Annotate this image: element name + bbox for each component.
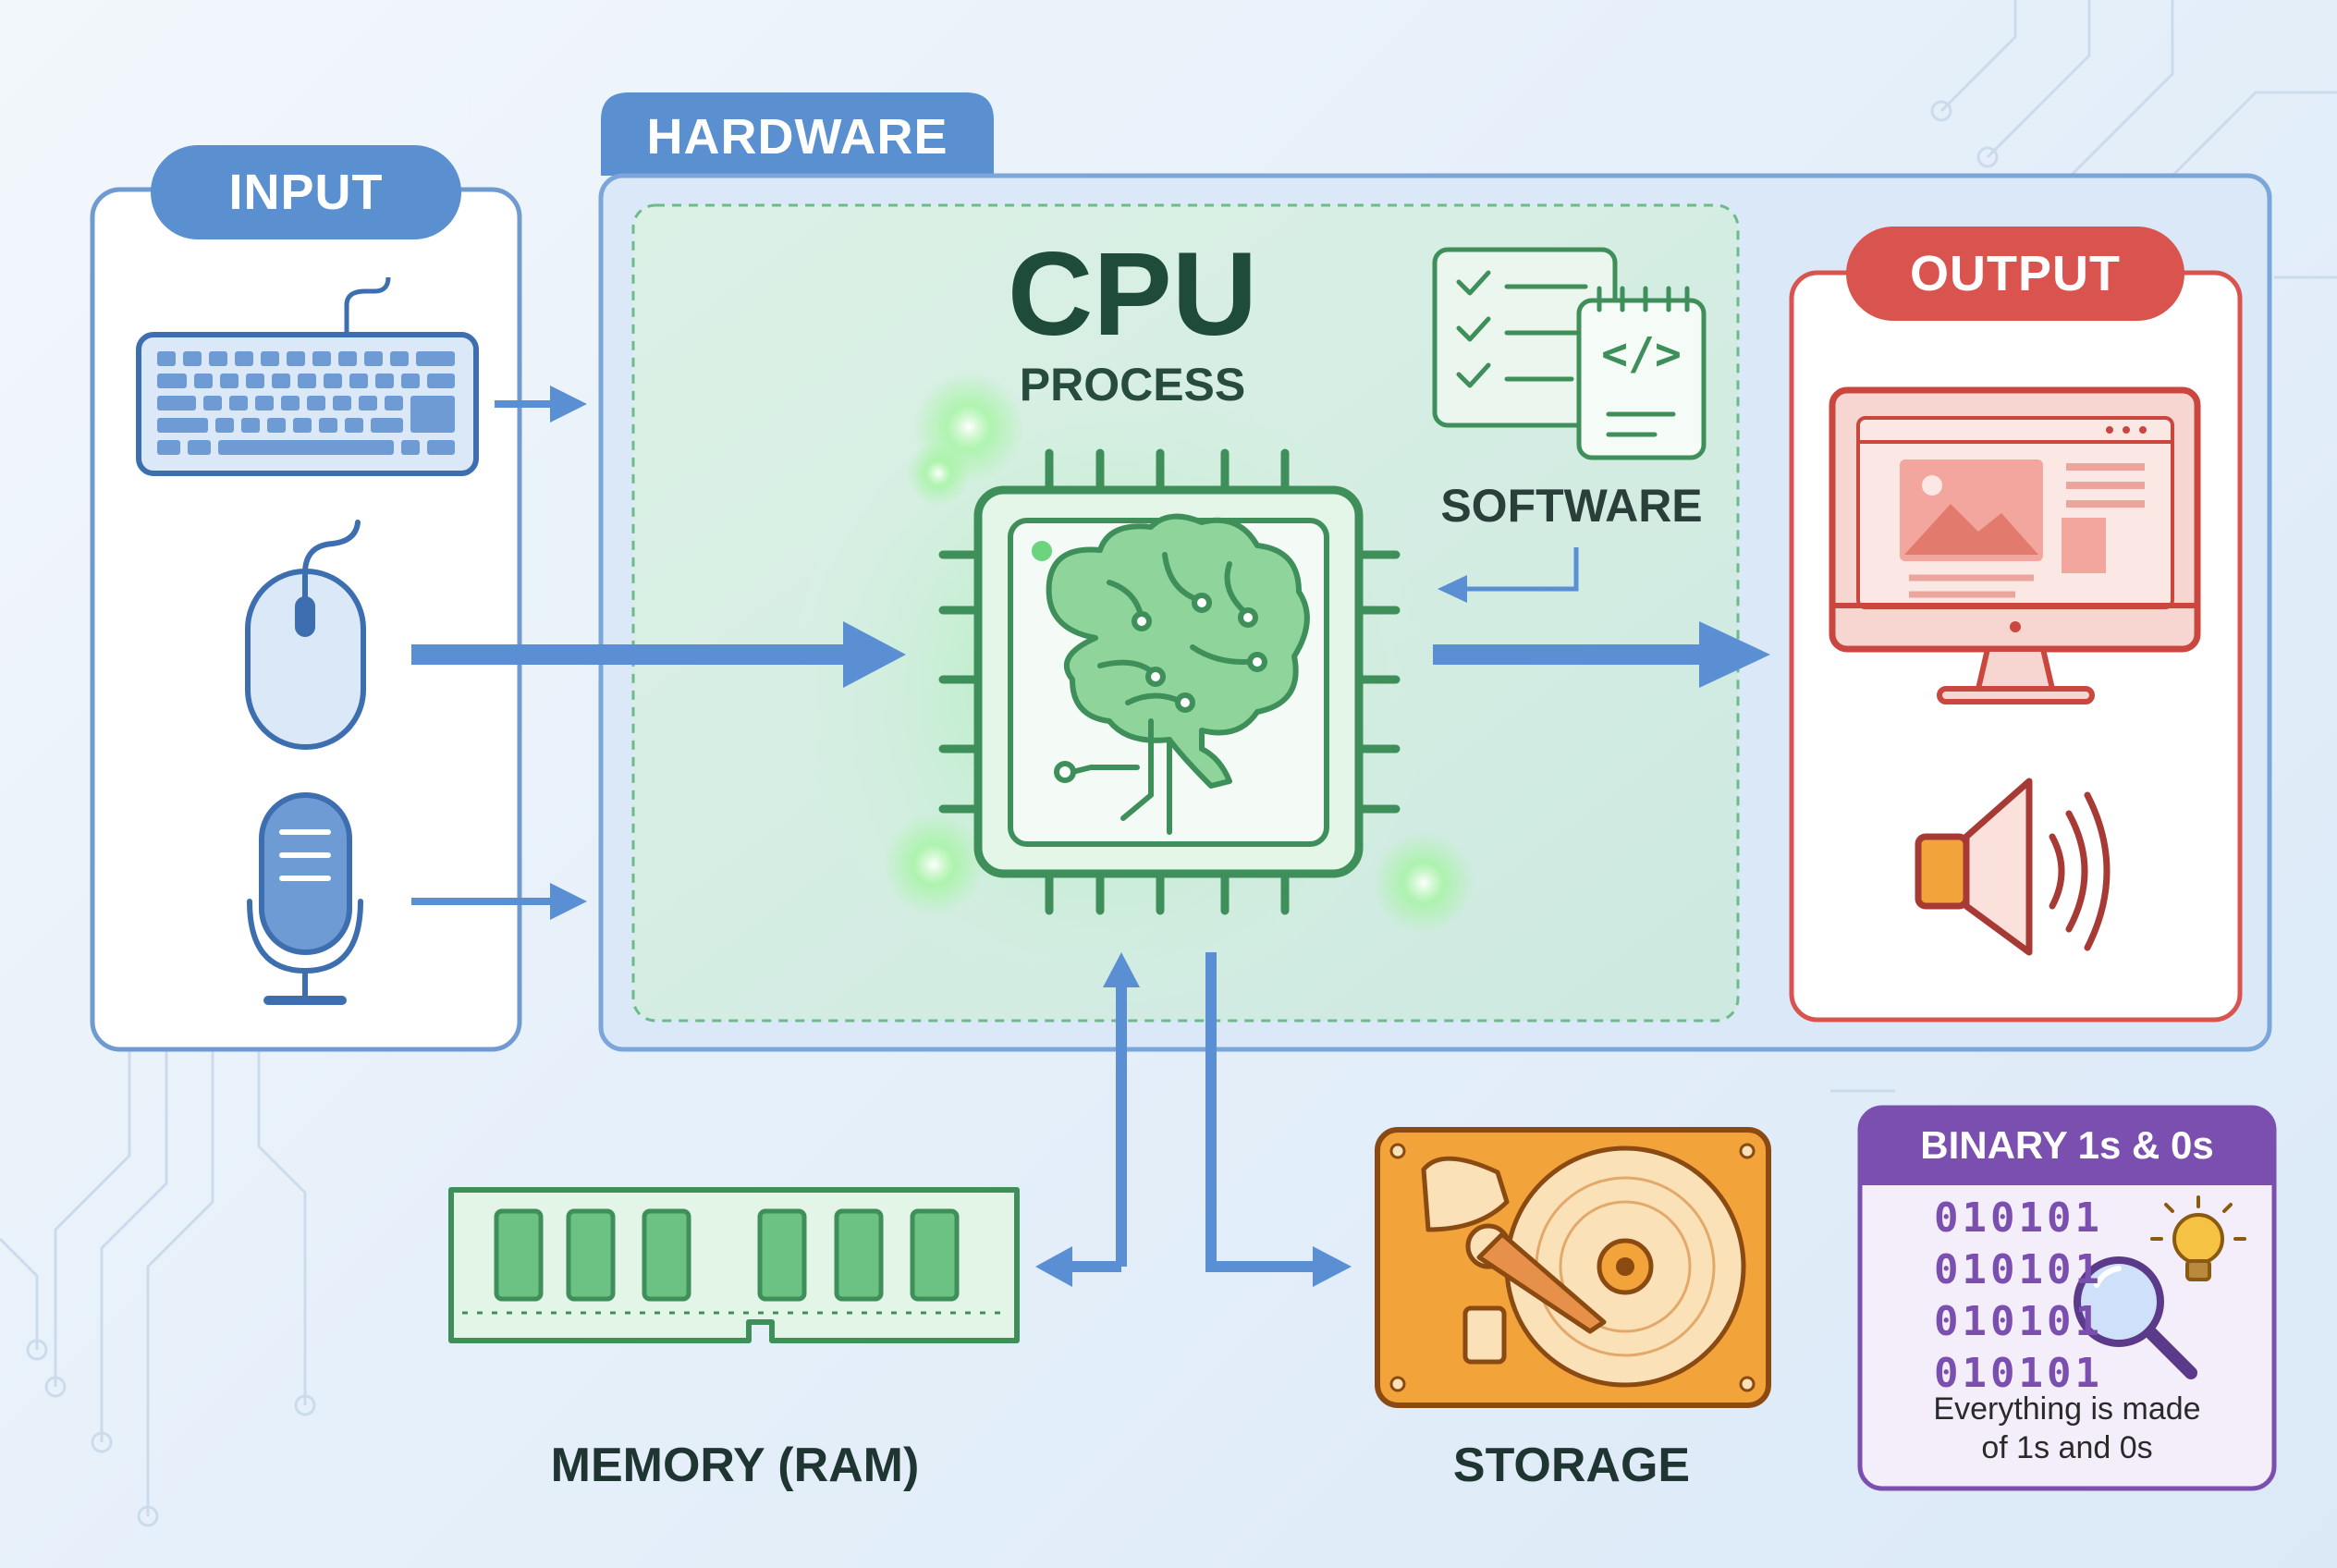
software-to-cpu-arrow (1438, 547, 1579, 603)
memory-storage-arrows (1035, 952, 1352, 1287)
hardware-tab (601, 92, 994, 176)
cpu-title: CPU (1007, 228, 1258, 361)
hard-drive-icon (1375, 1127, 1771, 1408)
cpu-pins (938, 448, 1401, 915)
binary-caption-line2: of 1s and 0s (1981, 1430, 2153, 1465)
memory-label: MEMORY (RAM) (550, 1439, 920, 1492)
binary-row: 010101 (1934, 1350, 2103, 1397)
monitor-icon (1829, 386, 2201, 704)
magnifier-icon (2074, 1256, 2197, 1379)
binary-row: 010101 (1934, 1298, 2103, 1345)
storage-label: STORAGE (1452, 1439, 1691, 1492)
brain-icon (1046, 513, 1310, 835)
hardware-label: HARDWARE (646, 109, 948, 165)
ram-icon (448, 1187, 1020, 1343)
spark (906, 441, 971, 506)
binary-caption-line1: Everything is made (1933, 1391, 2201, 1427)
cpu-subtitle: PROCESS (1019, 359, 1246, 410)
software-code-glyph: </> (1601, 328, 1682, 380)
input-label-pill: INPUT (151, 145, 461, 239)
output-label-pill: OUTPUT (1846, 227, 2184, 321)
speaker-icon (1915, 778, 2111, 956)
lightbulb-icon (2150, 1195, 2246, 1281)
cpu-indicator-dot (1032, 541, 1052, 561)
microphone-icon (247, 792, 363, 1005)
spark (1373, 832, 1474, 934)
binary-title: BINARY 1s & 0s (1920, 1123, 2214, 1167)
circuit-traces-decoration (0, 0, 2337, 1527)
input-label: INPUT (228, 165, 384, 220)
input-arrows (411, 386, 906, 920)
binary-row: 010101 (1934, 1194, 2103, 1242)
mouse-icon (245, 520, 366, 750)
keyboard-icon (136, 276, 479, 476)
software-icon (1432, 247, 1707, 460)
cpu-to-output-arrow (1433, 621, 1770, 688)
binary-rows: 010101 010101 010101 010101 (1934, 1193, 2119, 1400)
binary-row: 010101 (1934, 1246, 2103, 1293)
spark (883, 814, 985, 915)
output-label: OUTPUT (1910, 246, 2121, 301)
software-label: SOFTWARE (1440, 480, 1703, 532)
binary-card (1857, 1105, 2277, 1491)
